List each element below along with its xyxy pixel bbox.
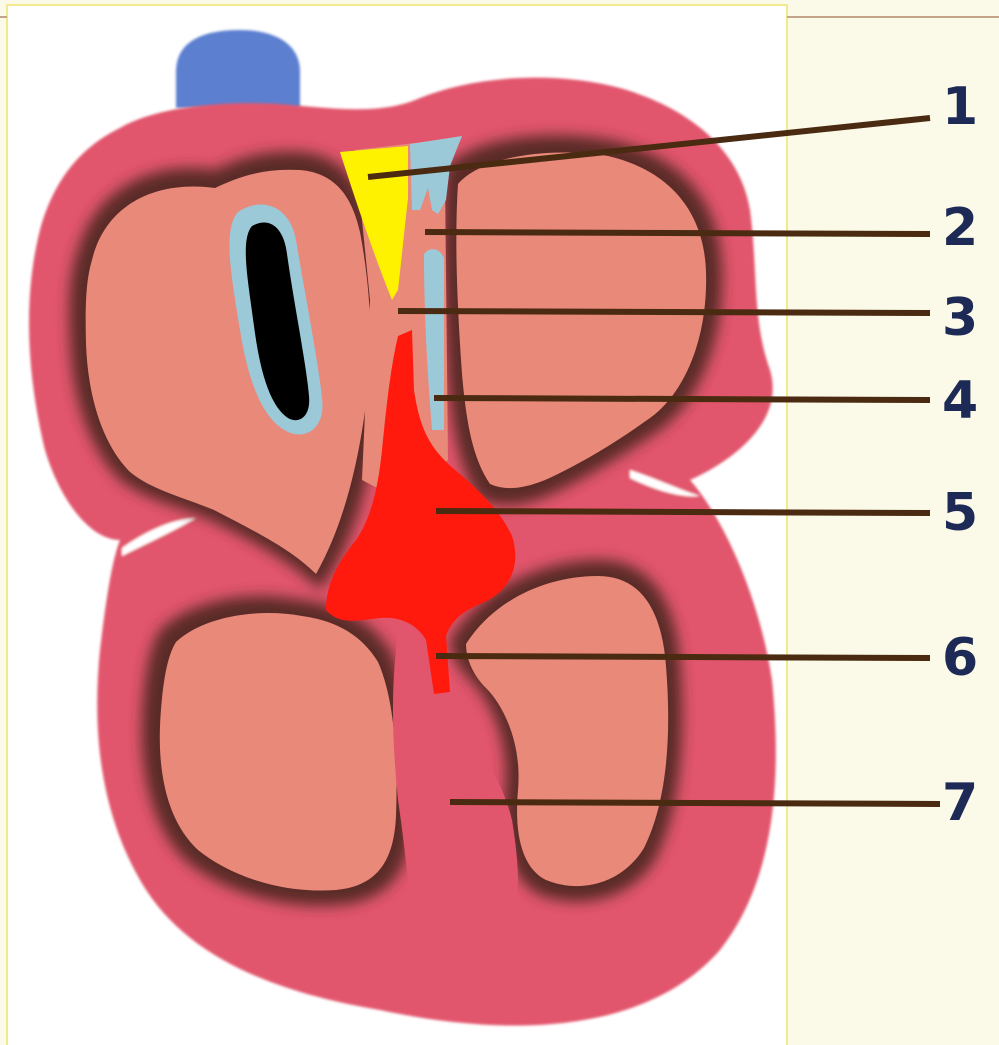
vena-cava	[176, 30, 300, 108]
label-3: 3	[942, 288, 978, 348]
leader-line-2	[425, 232, 930, 234]
leader-line-6	[436, 656, 930, 658]
leader-line-7	[450, 802, 940, 804]
label-4: 4	[942, 371, 978, 431]
label-6: 6	[942, 628, 978, 688]
label-2: 2	[942, 198, 978, 258]
leader-line-5	[436, 511, 930, 513]
label-1: 1	[942, 77, 978, 137]
label-7: 7	[942, 773, 978, 833]
label-5: 5	[942, 483, 978, 543]
leader-line-3	[398, 311, 930, 313]
leader-line-4	[434, 398, 930, 400]
